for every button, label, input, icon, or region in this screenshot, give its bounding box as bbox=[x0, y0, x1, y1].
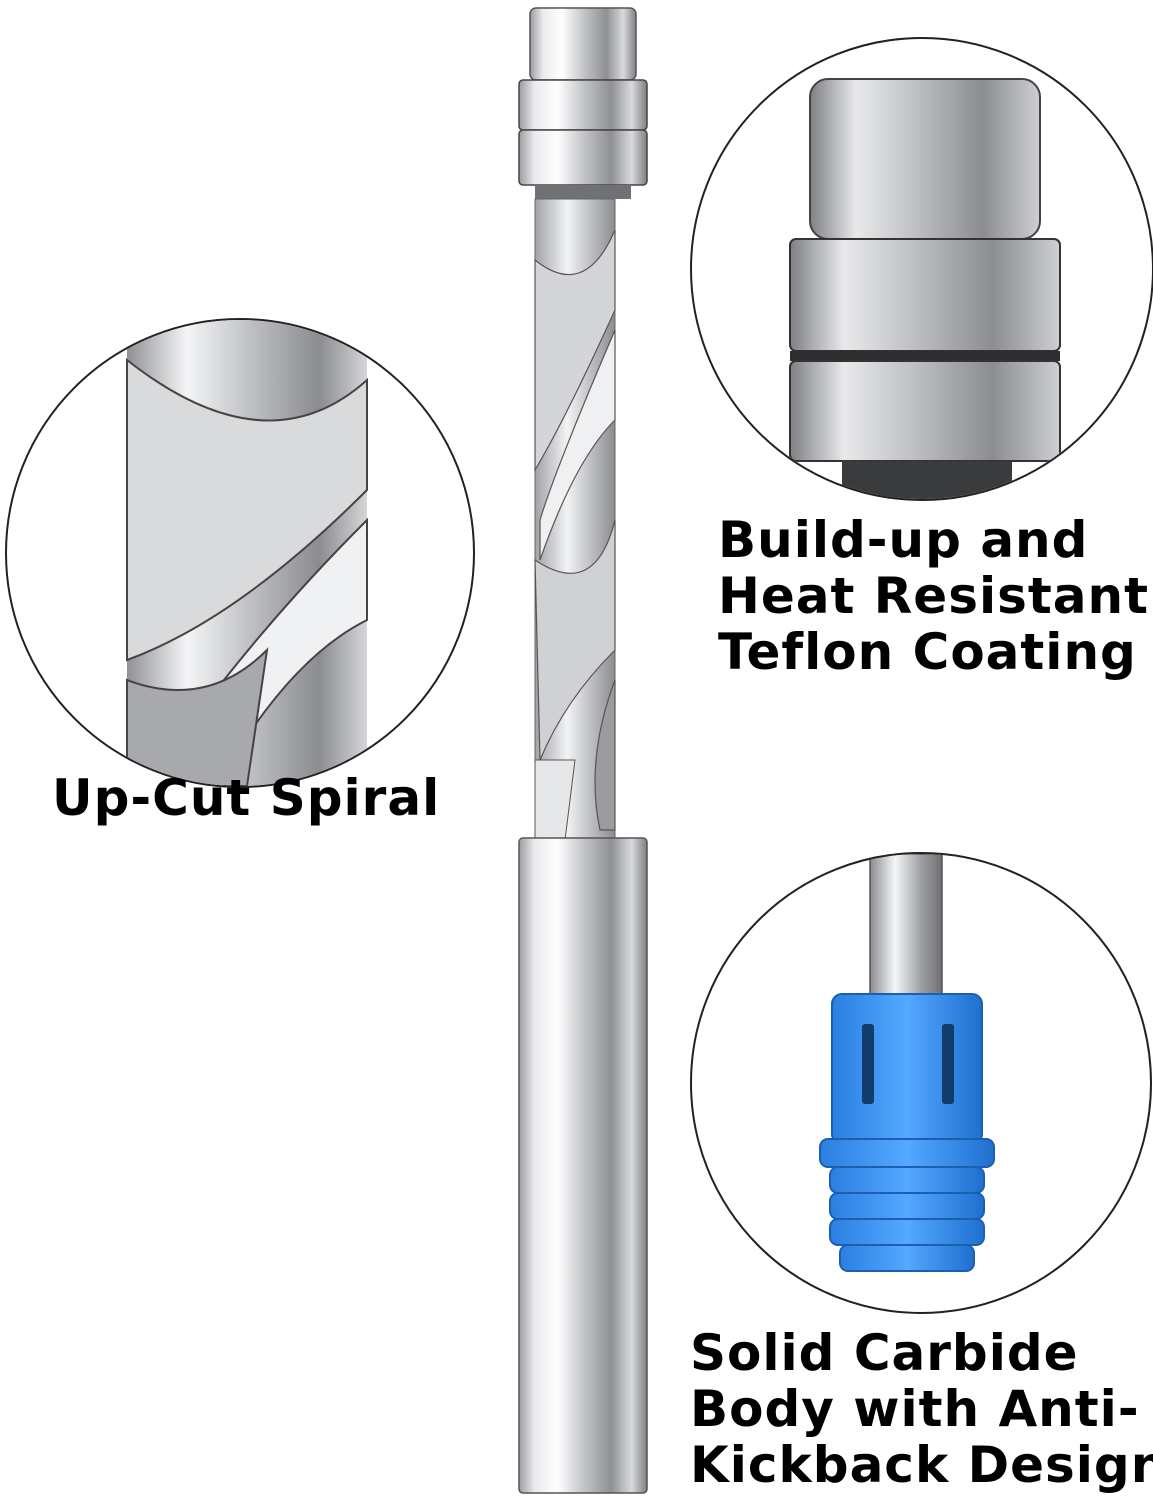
bearing-cap bbox=[529, 7, 637, 81]
coating-line-3: Teflon Coating bbox=[718, 623, 1137, 681]
carbide-line-1: Solid Carbide bbox=[690, 1324, 1079, 1382]
coating-line-1: Build-up and bbox=[718, 511, 1089, 569]
upcut-spiral-label: Up-Cut Spiral bbox=[52, 769, 441, 827]
bearing-closeup-circle bbox=[690, 37, 1153, 501]
coating-line-2: Heat Resistant bbox=[718, 567, 1150, 625]
cap-closeup-circle bbox=[690, 852, 1152, 1314]
carbide-line-3: Kickback Design. bbox=[690, 1436, 1153, 1494]
coating-label: Build-up and Heat Resistant Teflon Coati… bbox=[718, 512, 1149, 680]
router-bit bbox=[505, 0, 655, 1500]
carbide-label: Solid Carbide Body with Anti- Kickback D… bbox=[690, 1325, 1153, 1493]
carbide-line-2: Body with Anti- bbox=[690, 1380, 1140, 1438]
spiral-closeup-circle bbox=[5, 318, 475, 788]
shank bbox=[518, 837, 648, 1494]
